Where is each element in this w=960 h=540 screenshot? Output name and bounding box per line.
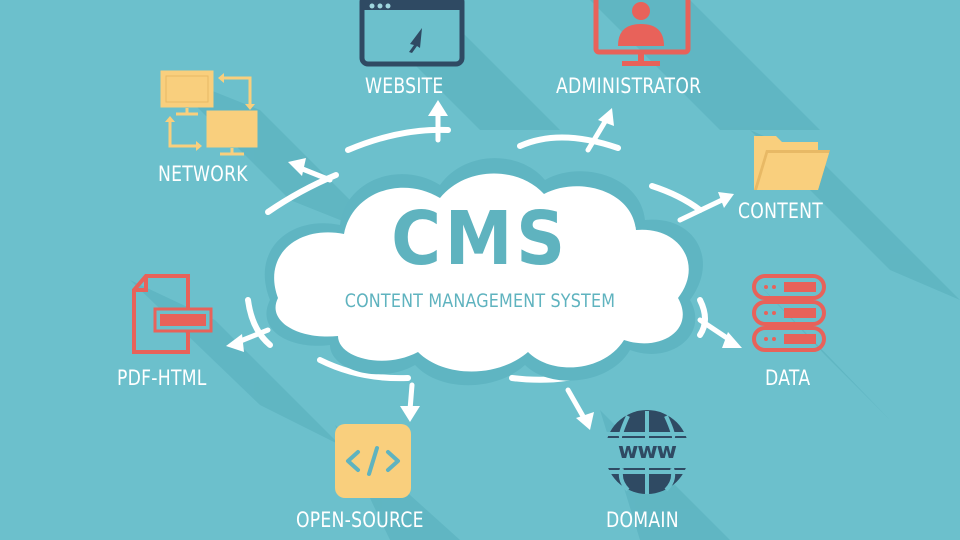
label-open-source: OPEN-SOURCE	[296, 508, 424, 532]
arrow-heads	[226, 100, 742, 430]
label-content: CONTENT	[738, 199, 823, 223]
cms-subtitle: CONTENT MANAGEMENT SYSTEM	[0, 290, 960, 312]
cms-title: CMS	[391, 196, 569, 282]
label-domain: DOMAIN	[606, 508, 679, 532]
browser-window-cursor-icon	[359, 0, 465, 67]
label-website: WEBSITE	[365, 74, 444, 98]
cloud-shape	[264, 158, 703, 386]
folder-icon	[754, 136, 830, 190]
label-administrator: ADMINISTRATOR	[556, 74, 702, 98]
cms-subtitle-text: CONTENT MANAGEMENT SYSTEM	[344, 290, 616, 312]
network-computers-icon	[160, 70, 258, 156]
document-icon	[132, 274, 213, 354]
www-globe-icon	[600, 410, 694, 494]
code-brackets-icon	[335, 424, 411, 498]
label-network: NETWORK	[158, 162, 248, 186]
label-data: DATA	[765, 366, 811, 390]
monitor-user-icon	[593, 0, 691, 66]
www-text: www	[618, 439, 677, 464]
label-pdf-html: PDF-HTML	[117, 366, 207, 390]
connector-arrows	[235, 109, 733, 421]
network-arrow-heads	[165, 73, 255, 151]
server-stack-icon	[752, 274, 826, 352]
server-stack-details	[764, 282, 816, 344]
